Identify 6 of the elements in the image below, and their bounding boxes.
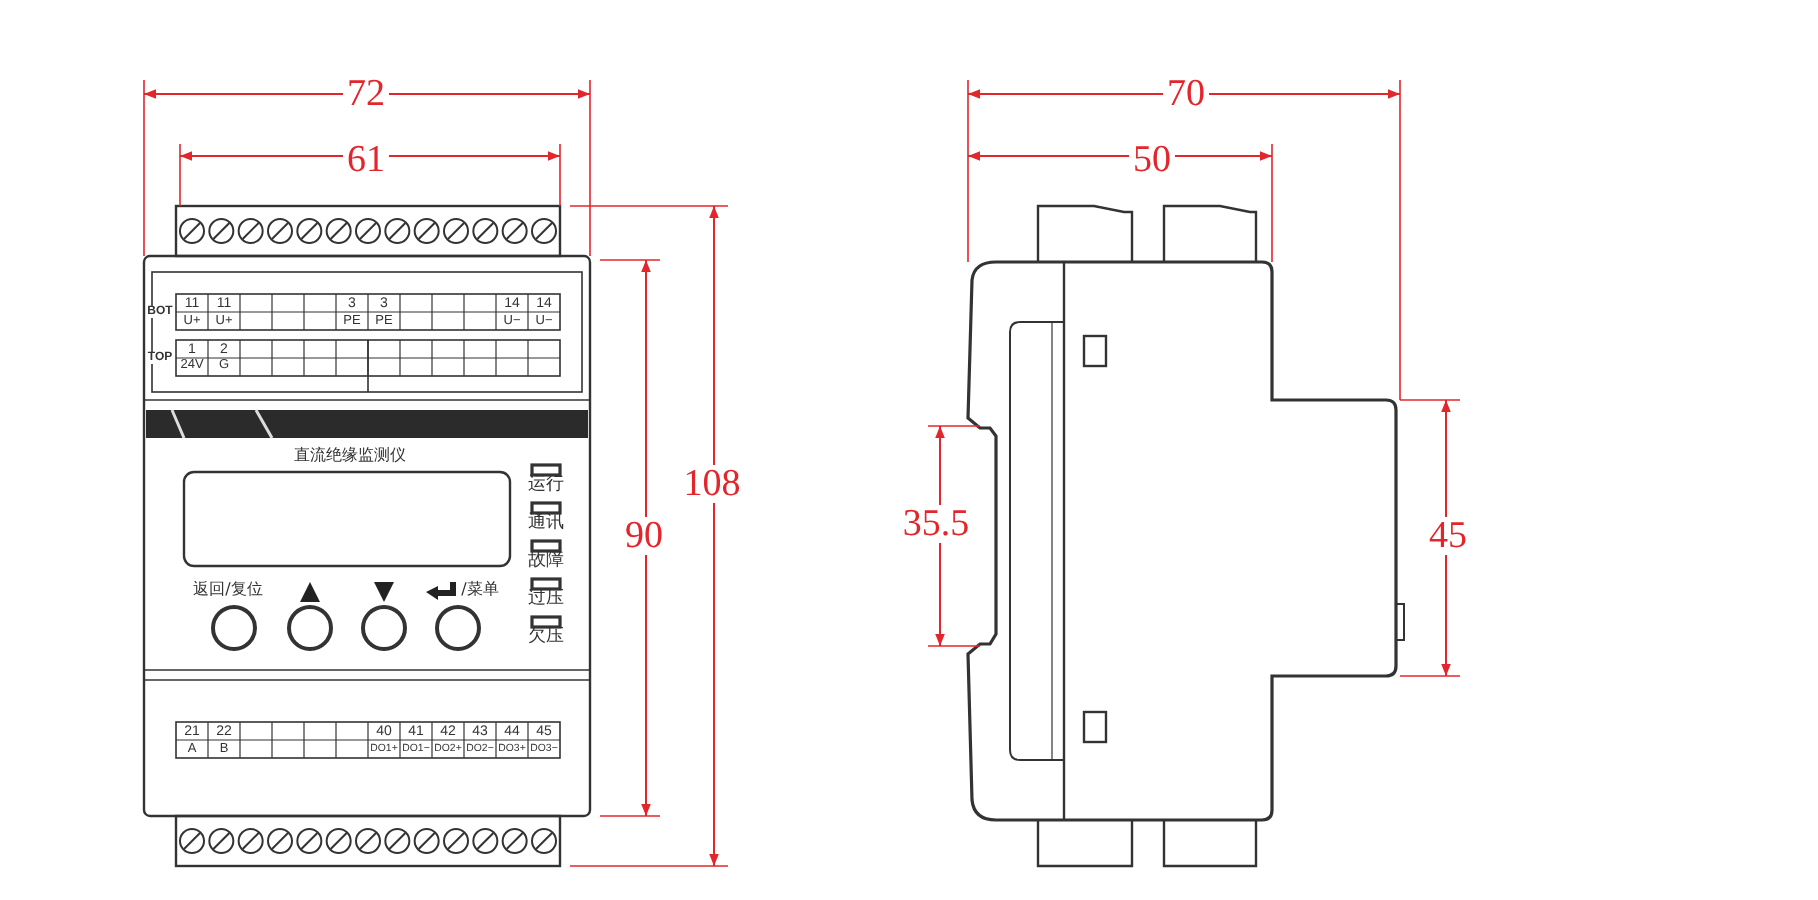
dimension-label: 45 [1425, 517, 1471, 555]
panel-title: 直流绝缘监测仪 [294, 448, 406, 464]
button-label: /菜单 [461, 582, 499, 598]
dimension-label: 90 [621, 517, 667, 555]
dimension-label: 35.5 [898, 505, 974, 543]
button-label: 返回/复位 [193, 582, 263, 598]
